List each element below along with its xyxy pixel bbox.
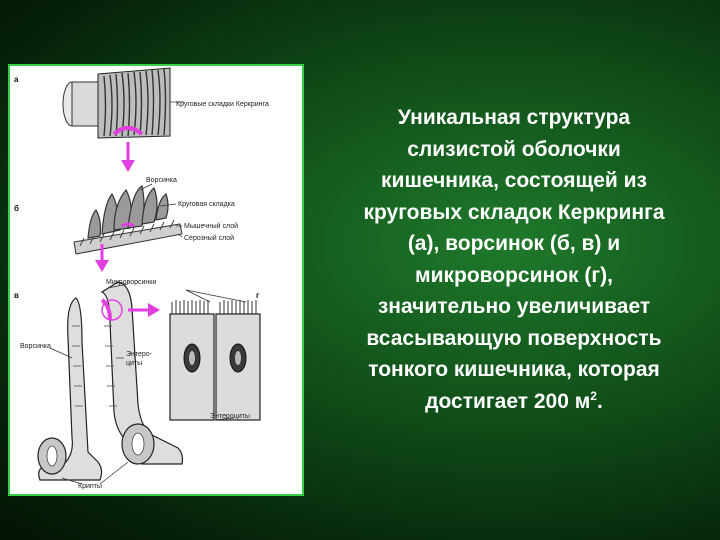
label-crypts: Крипты [78,483,102,490]
arrow-down-icon [95,260,109,272]
label-microvilli: Микроворсинки [106,279,156,286]
caption-text: Уникальная структура слизистой оболочки … [318,102,710,417]
caption-last-line: достигает 200 м2. [318,386,710,418]
label-villus-c: Ворсинка [20,343,51,350]
intestine-structure-figure: а б в г Круговые складки Керкринга [14,67,269,490]
marker-a: а [14,75,19,84]
marker-b: б [14,204,19,213]
label-villus-b: Ворсинка [146,177,177,184]
caption-last-prefix: достигает 200 м [425,389,591,413]
label-circular-fold: Круговая складка [178,201,235,208]
marker-d: г [256,291,260,300]
intestine-segment-drawing [62,67,171,139]
marker-c: в [14,291,19,300]
arrow-right-icon [148,303,160,317]
label-enterocytes-d: Энтероциты [210,413,250,420]
label-muscle-layer: Мышечный слой [184,222,238,230]
caption-line: Уникальная структура [397,106,631,129]
caption-line: (а), ворсинок (б, в) и [407,232,621,255]
caption-line: всасывающую поверхность [366,326,662,350]
caption-line: слизистой оболочки [407,137,621,161]
label-enterocytes-c-2: циты [126,360,142,367]
label-enterocytes-c-1: Энтеро- [126,351,153,358]
caption-superscript: 2 [590,388,597,403]
caption-line: кишечника, состоящей из [381,169,647,192]
label-serous-layer: Серозный слой [184,234,234,242]
enterocytes-drawing [169,300,261,421]
caption-line: значительно увеличивает [377,295,651,318]
arrow-down-icon [121,160,135,172]
figure-panel: а б в г Круговые складки Керкринга [8,64,304,496]
label-kerkring-folds: Круговые складки Керкринга [176,101,269,108]
caption-last-suffix: . [596,389,603,413]
caption-line: микроворсинок (г), [415,263,613,287]
caption-line: тонкого кишечника, которая [368,358,660,381]
mucosa-section-drawing [73,185,183,255]
caption-line: круговых складок Керкринга [363,200,665,224]
villi-crypts-drawing [37,281,184,481]
